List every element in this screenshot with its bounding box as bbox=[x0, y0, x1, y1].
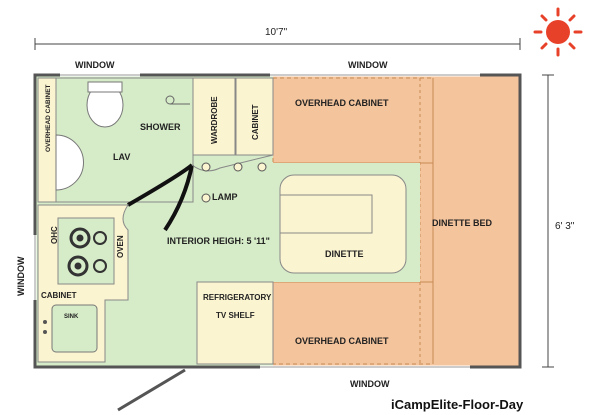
overhead-cabinet-left-label: OVERHEAD CABINET bbox=[45, 84, 52, 152]
width-dimension: 10'7" bbox=[265, 27, 288, 38]
oven-label: OVEN bbox=[116, 235, 125, 258]
height-dimension: 6' 3" bbox=[555, 221, 575, 232]
dinette-seat bbox=[279, 194, 373, 234]
ohc-label: OHC bbox=[50, 226, 59, 244]
window-label-left: WINDOW bbox=[16, 256, 26, 296]
height-dimension-line bbox=[542, 74, 554, 368]
dinette-label: DINETTE bbox=[325, 249, 364, 259]
overhead-cabinet-top bbox=[272, 77, 434, 164]
cabinet-lower-label: CABINET bbox=[41, 291, 77, 300]
tv-shelf-label: TV SHELF bbox=[216, 311, 255, 320]
overhead-cabinet-bottom-label: OVERHEAD CABINET bbox=[295, 336, 389, 346]
sun-icon bbox=[533, 7, 583, 57]
cabinet-upper bbox=[235, 77, 274, 156]
refrigeratory-cabinet bbox=[196, 281, 274, 365]
toilet-tank bbox=[87, 81, 123, 93]
entry-door bbox=[117, 368, 186, 412]
width-dimension-line bbox=[34, 38, 521, 50]
lamp-label: LAMP bbox=[212, 192, 238, 202]
overhead-cabinet-bottom bbox=[272, 281, 434, 365]
dinette-bed-label: DINETTE BED bbox=[432, 218, 493, 228]
wardrobe bbox=[192, 77, 236, 156]
stove bbox=[57, 217, 115, 285]
window-label-top-left: WINDOW bbox=[75, 60, 115, 70]
sink-label: SINK bbox=[64, 314, 79, 320]
refrigeratory-label: REFRIGERATORY bbox=[203, 293, 272, 302]
burner-icon bbox=[67, 227, 107, 277]
interior-height-label: INTERIOR HEIGH: 5 '11" bbox=[167, 236, 270, 246]
cabinet-upper-label: CABINET bbox=[251, 104, 260, 140]
window-label-bottom: WINDOW bbox=[350, 379, 390, 389]
plan-caption: iCampElite-Floor-Day bbox=[391, 397, 524, 412]
sink-drain bbox=[43, 320, 47, 324]
lav-label: LAV bbox=[113, 152, 130, 162]
lamp-icon bbox=[201, 162, 267, 203]
bath-door-curve bbox=[127, 163, 194, 207]
wardrobe-label: WARDROBE bbox=[210, 96, 219, 144]
overhead-cabinet-top-label: OVERHEAD CABINET bbox=[295, 98, 389, 108]
bath-door-swing bbox=[163, 164, 194, 232]
window-label-top-right: WINDOW bbox=[348, 60, 388, 70]
sink-basin bbox=[51, 304, 98, 353]
shower-label: SHOWER bbox=[140, 122, 181, 132]
lav-sink bbox=[55, 134, 84, 191]
